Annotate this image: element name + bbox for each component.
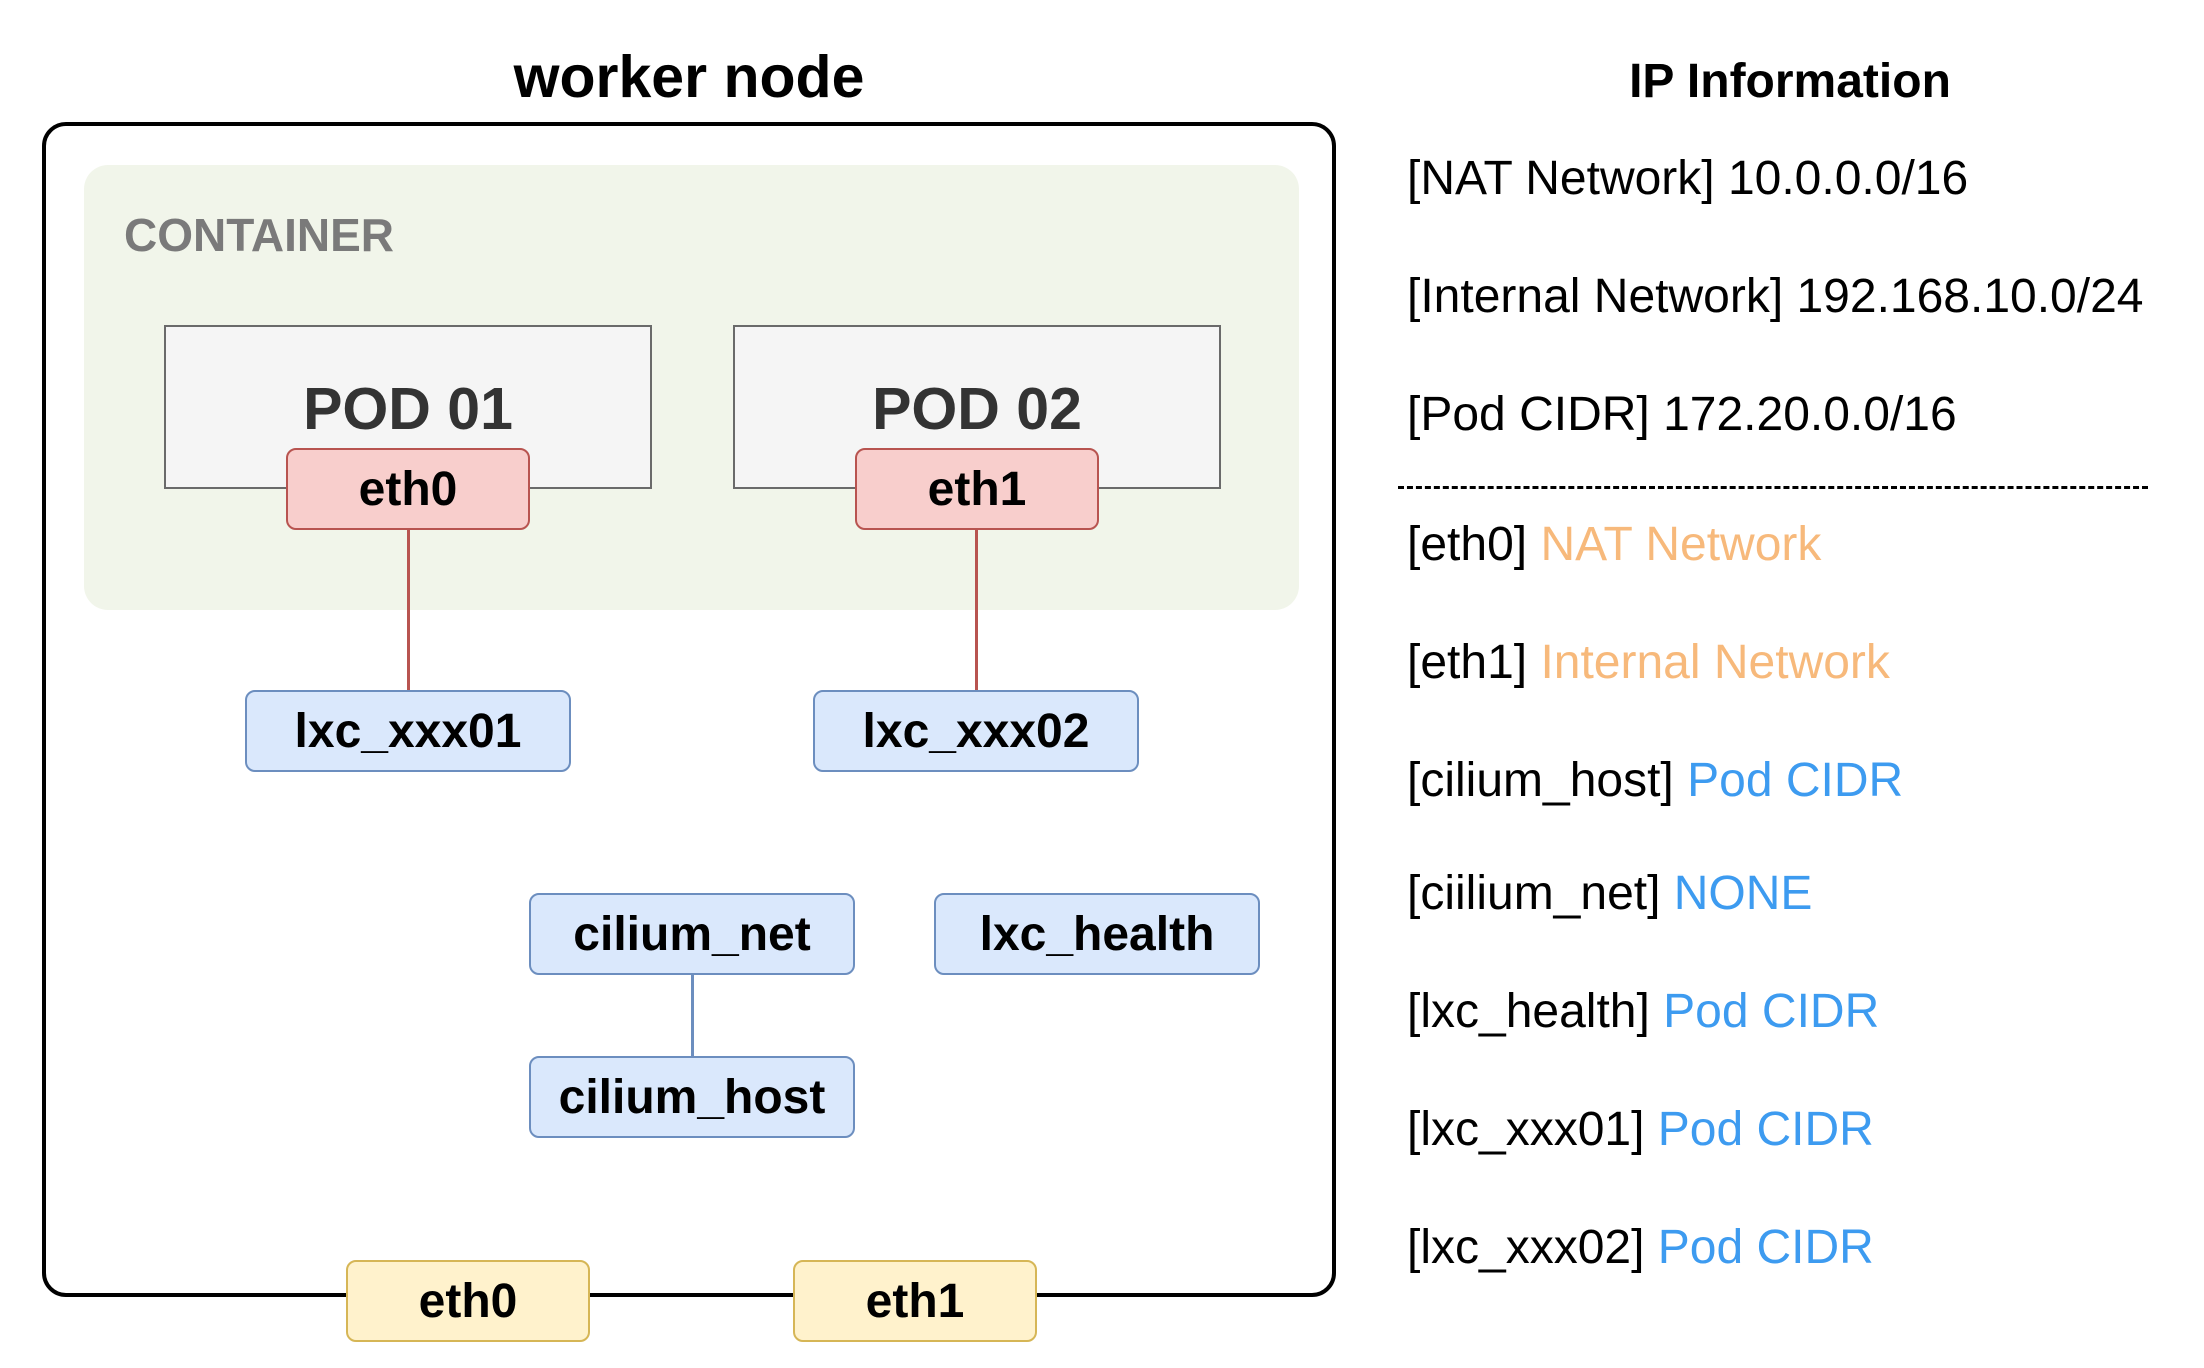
pod-02-eth1-label: eth1	[927, 462, 1027, 516]
cilium-host-label: cilium_host	[558, 1070, 826, 1124]
host-eth0[interactable]: eth0	[346, 1260, 590, 1342]
assign-cilium-host-value: Pod CIDR	[1687, 754, 1904, 807]
assign-lxc-health-key: [lxc_health]	[1407, 985, 1664, 1038]
cilium-host[interactable]: cilium_host	[529, 1056, 855, 1138]
assign-eth1: [eth1] Internal Network	[1407, 632, 2197, 694]
assign-cilium-net-value: NONE	[1673, 867, 1813, 920]
assign-eth1-value: Internal Network	[1540, 636, 1890, 689]
network-nat: [NAT Network] 10.0.0.0/16	[1407, 152, 1969, 205]
assign-cilium-host: [cilium_host] Pod CIDR	[1407, 750, 2197, 812]
link-pod02-lxc02	[975, 528, 978, 691]
assign-eth0: [eth0] NAT Network	[1407, 514, 2197, 576]
assign-cilium-net-key: [ciilium_net]	[1407, 867, 1674, 920]
host-eth0-label: eth0	[418, 1274, 518, 1328]
lxc-xxx01-label: lxc_xxx01	[294, 704, 522, 758]
assign-lxc-xxx01-key: [lxc_xxx01]	[1407, 1103, 1658, 1156]
lxc-xxx02-label: lxc_xxx02	[862, 704, 1090, 758]
lxc-health-label: lxc_health	[979, 907, 1215, 961]
network-pod-cidr: [Pod CIDR] 172.20.0.0/16	[1407, 388, 1957, 441]
assign-lxc-health: [lxc_health] Pod CIDR	[1407, 981, 2197, 1043]
pod-02-label: POD 02	[872, 376, 1082, 442]
worker-node-title: worker node	[513, 44, 865, 110]
pod-01-eth0[interactable]: eth0	[286, 448, 530, 530]
lxc-xxx02[interactable]: lxc_xxx02	[813, 690, 1139, 772]
pod-01-label: POD 01	[303, 376, 513, 442]
assign-lxc-health-value: Pod CIDR	[1663, 985, 1880, 1038]
assign-eth1-key: [eth1]	[1407, 636, 1541, 689]
link-pod01-lxc01	[407, 528, 410, 691]
ip-information-title: IP Information	[1629, 55, 1951, 108]
pod-02-eth1[interactable]: eth1	[855, 448, 1099, 530]
cilium-net[interactable]: cilium_net	[529, 893, 855, 975]
host-eth1-label: eth1	[865, 1274, 965, 1328]
network-internal: [Internal Network] 192.168.10.0/24	[1407, 270, 2144, 323]
assign-lxc-xxx02-key: [lxc_xxx02]	[1407, 1221, 1658, 1274]
pod-01-eth0-label: eth0	[358, 462, 458, 516]
container-label: CONTAINER	[124, 209, 395, 261]
assign-lxc-xxx01: [lxc_xxx01] Pod CIDR	[1407, 1099, 2197, 1161]
lxc-xxx01[interactable]: lxc_xxx01	[245, 690, 571, 772]
link-cilium-net-host	[691, 973, 694, 1059]
divider	[1398, 486, 2148, 489]
assign-eth0-key: [eth0]	[1407, 518, 1541, 571]
cilium-net-label: cilium_net	[573, 907, 811, 961]
assign-cilium-host-key: [cilium_host]	[1407, 754, 1688, 807]
lxc-health[interactable]: lxc_health	[934, 893, 1260, 975]
assign-eth0-value: NAT Network	[1540, 518, 1822, 571]
host-eth1[interactable]: eth1	[793, 1260, 1037, 1342]
assign-lxc-xxx02: [lxc_xxx02] Pod CIDR	[1407, 1217, 2197, 1279]
assign-lxc-xxx01-value: Pod CIDR	[1657, 1103, 1874, 1156]
assign-cilium-net: [ciilium_net] NONE	[1407, 863, 2197, 925]
assign-lxc-xxx02-value: Pod CIDR	[1657, 1221, 1874, 1274]
